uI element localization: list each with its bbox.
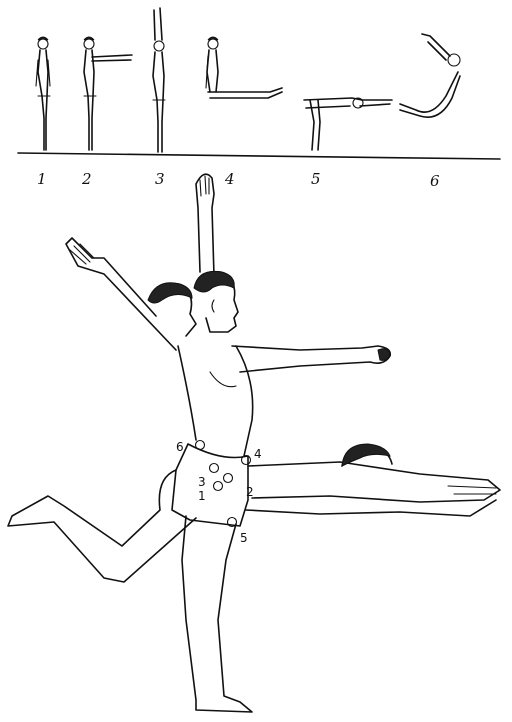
hip-outline <box>172 444 248 526</box>
pose-label-5: 5 <box>311 170 321 188</box>
joint-marker-3a <box>210 464 219 473</box>
main-figure: 6 4 3 1 2 5 <box>8 174 500 712</box>
point-label-6: 6 <box>176 440 184 454</box>
point-label-4: 4 <box>254 447 262 461</box>
pose-label-2: 2 <box>81 170 92 188</box>
point-label-2: 2 <box>246 485 254 499</box>
joint-marker-3c <box>224 474 233 483</box>
top-sequence: 1 2 3 4 5 6 <box>18 8 500 190</box>
ground-line <box>18 153 500 159</box>
joint-marker-6 <box>196 441 205 450</box>
head-front <box>194 271 238 332</box>
pose-1-figure <box>36 37 50 150</box>
pose-5-figure <box>304 98 392 150</box>
point-label-1: 1 <box>198 489 206 503</box>
lying-figure <box>246 444 500 516</box>
standing-leg <box>182 516 252 712</box>
joint-marker-3b <box>214 482 223 491</box>
point-label-5: 5 <box>240 531 248 545</box>
point-label-3: 3 <box>198 475 206 489</box>
pose-3-figure <box>153 8 165 152</box>
pose-2-figure <box>84 37 132 150</box>
torso <box>178 346 253 456</box>
pose-label-1: 1 <box>37 170 47 188</box>
pose-label-6: 6 <box>430 172 440 190</box>
back-leg <box>8 470 196 582</box>
pose-6-figure <box>400 34 460 117</box>
pose-label-3: 3 <box>155 170 165 188</box>
pose-label-4: 4 <box>224 170 235 188</box>
pose-4-figure <box>206 37 282 98</box>
raised-arm <box>196 174 214 276</box>
horizontal-arm <box>232 346 390 372</box>
